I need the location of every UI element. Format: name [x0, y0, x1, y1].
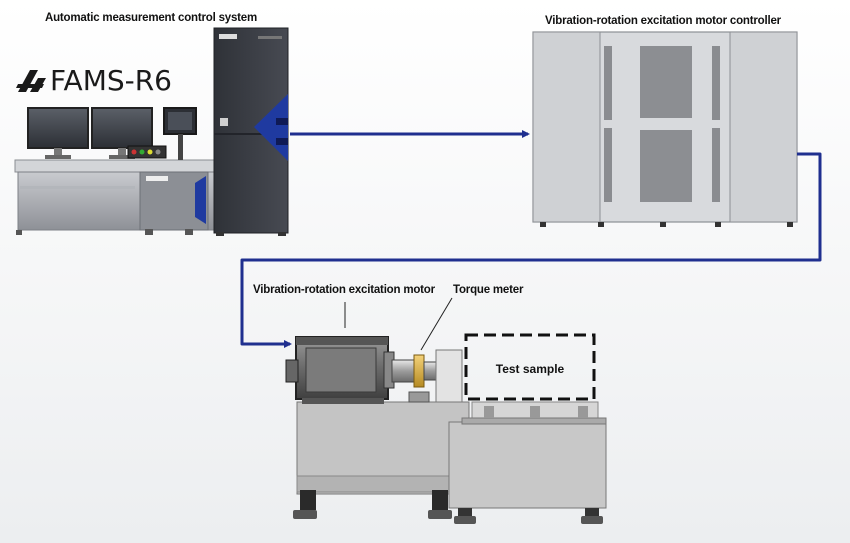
brand-name: FAMS-R6 — [50, 64, 172, 97]
test-sample-label: Test sample — [495, 362, 565, 376]
excitation-motor — [285, 336, 395, 404]
connector-controller-to-motor — [240, 152, 822, 348]
motor-label: Vibration-rotation excitation motor — [253, 284, 435, 296]
system-label: Automatic measurement control system — [45, 12, 258, 24]
control-system-group — [14, 27, 289, 236]
torque-leader-line — [420, 297, 453, 351]
test-rig-group — [285, 297, 607, 524]
test-sample-box — [464, 333, 596, 401]
monitor-left — [27, 107, 89, 159]
monitor-right — [91, 107, 153, 159]
motor-controller-group — [532, 31, 798, 227]
operator-desk — [14, 159, 219, 235]
torque-label: Torque meter — [453, 284, 524, 296]
controller-label: Vibration-rotation excitation motor cont… — [545, 15, 781, 27]
torque-meter — [391, 349, 463, 403]
control-panel-buttons — [127, 145, 167, 159]
control-cabinet — [213, 27, 289, 236]
motor-base — [293, 401, 470, 519]
touch-panel — [163, 107, 197, 160]
sample-base — [448, 401, 607, 524]
brand-logo-icon — [16, 70, 46, 92]
